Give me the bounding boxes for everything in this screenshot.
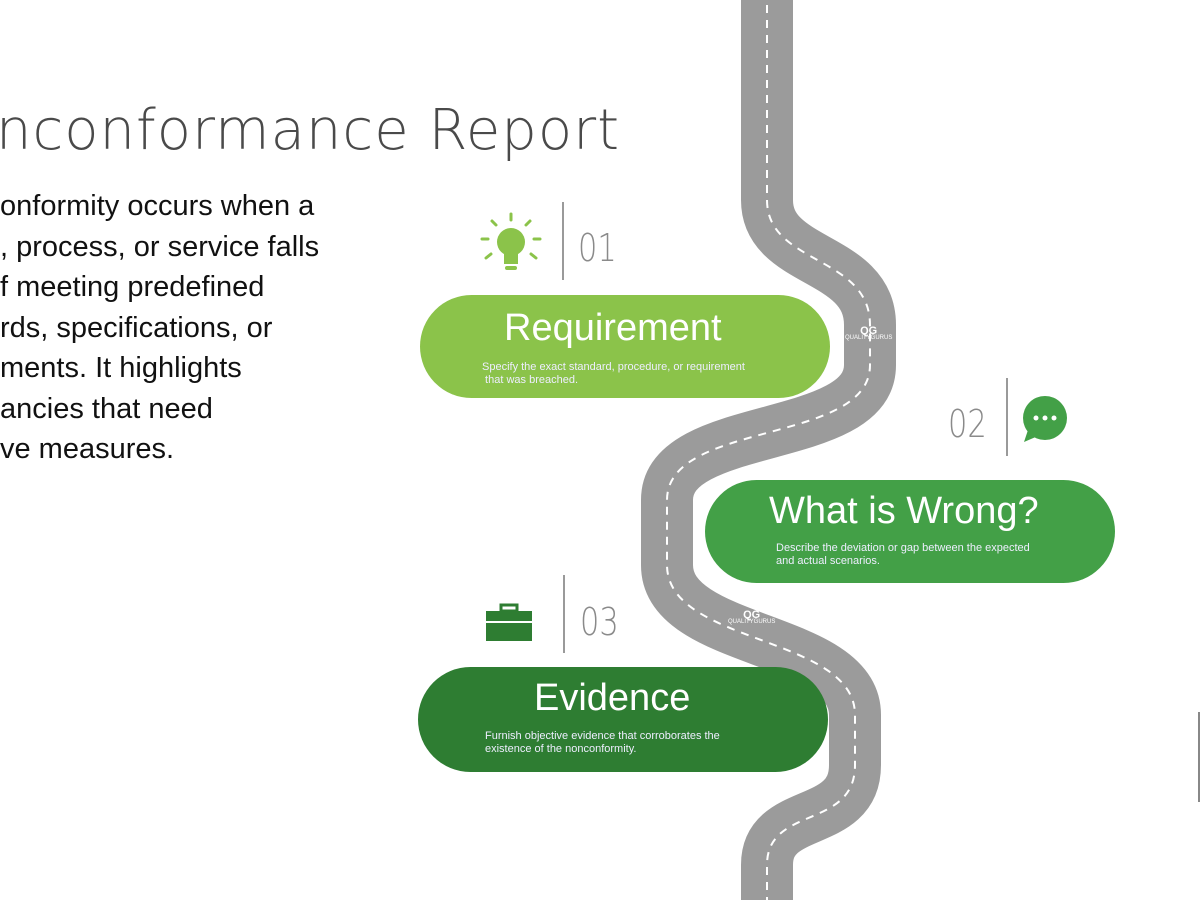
step-card-what-is-wrong: What is Wrong? Describe the deviation or…	[705, 480, 1115, 583]
step-number: 01	[578, 226, 617, 270]
divider	[1006, 378, 1008, 456]
step-description: Furnish objective evidence that corrobor…	[485, 730, 720, 755]
step-card-evidence: Evidence Furnish objective evidence that…	[418, 667, 828, 772]
briefcase-icon	[486, 603, 532, 641]
step-card-requirement: Requirement Specify the exact standard, …	[420, 295, 830, 398]
step-description: Describe the deviation or gap between th…	[776, 542, 1030, 567]
divider	[562, 202, 564, 280]
step-description: Specify the exact standard, procedure, o…	[482, 361, 745, 386]
page-title: nconformance Report	[0, 98, 621, 163]
intro-line: , process, or service falls	[0, 230, 320, 263]
step-number: 03	[580, 600, 619, 644]
chat-bubble-icon	[1023, 396, 1067, 442]
intro-paragraph: onformity occurs when a , process, or se…	[0, 186, 319, 470]
divider	[563, 575, 565, 653]
intro-line: rds, specifications, or	[0, 311, 273, 344]
intro-line: onformity occurs when a	[0, 190, 315, 222]
intro-line: ve measures.	[0, 433, 175, 465]
intro-line: ments. It highlights	[0, 352, 242, 384]
step-number: 02	[948, 402, 987, 446]
step-heading: What is Wrong?	[769, 490, 1039, 532]
step-heading: Evidence	[534, 677, 691, 719]
lightbulb-icon	[480, 212, 542, 270]
step-heading: Requirement	[504, 307, 722, 349]
intro-line: ancies that need	[0, 392, 213, 425]
intro-line: f meeting predefined	[0, 271, 265, 303]
